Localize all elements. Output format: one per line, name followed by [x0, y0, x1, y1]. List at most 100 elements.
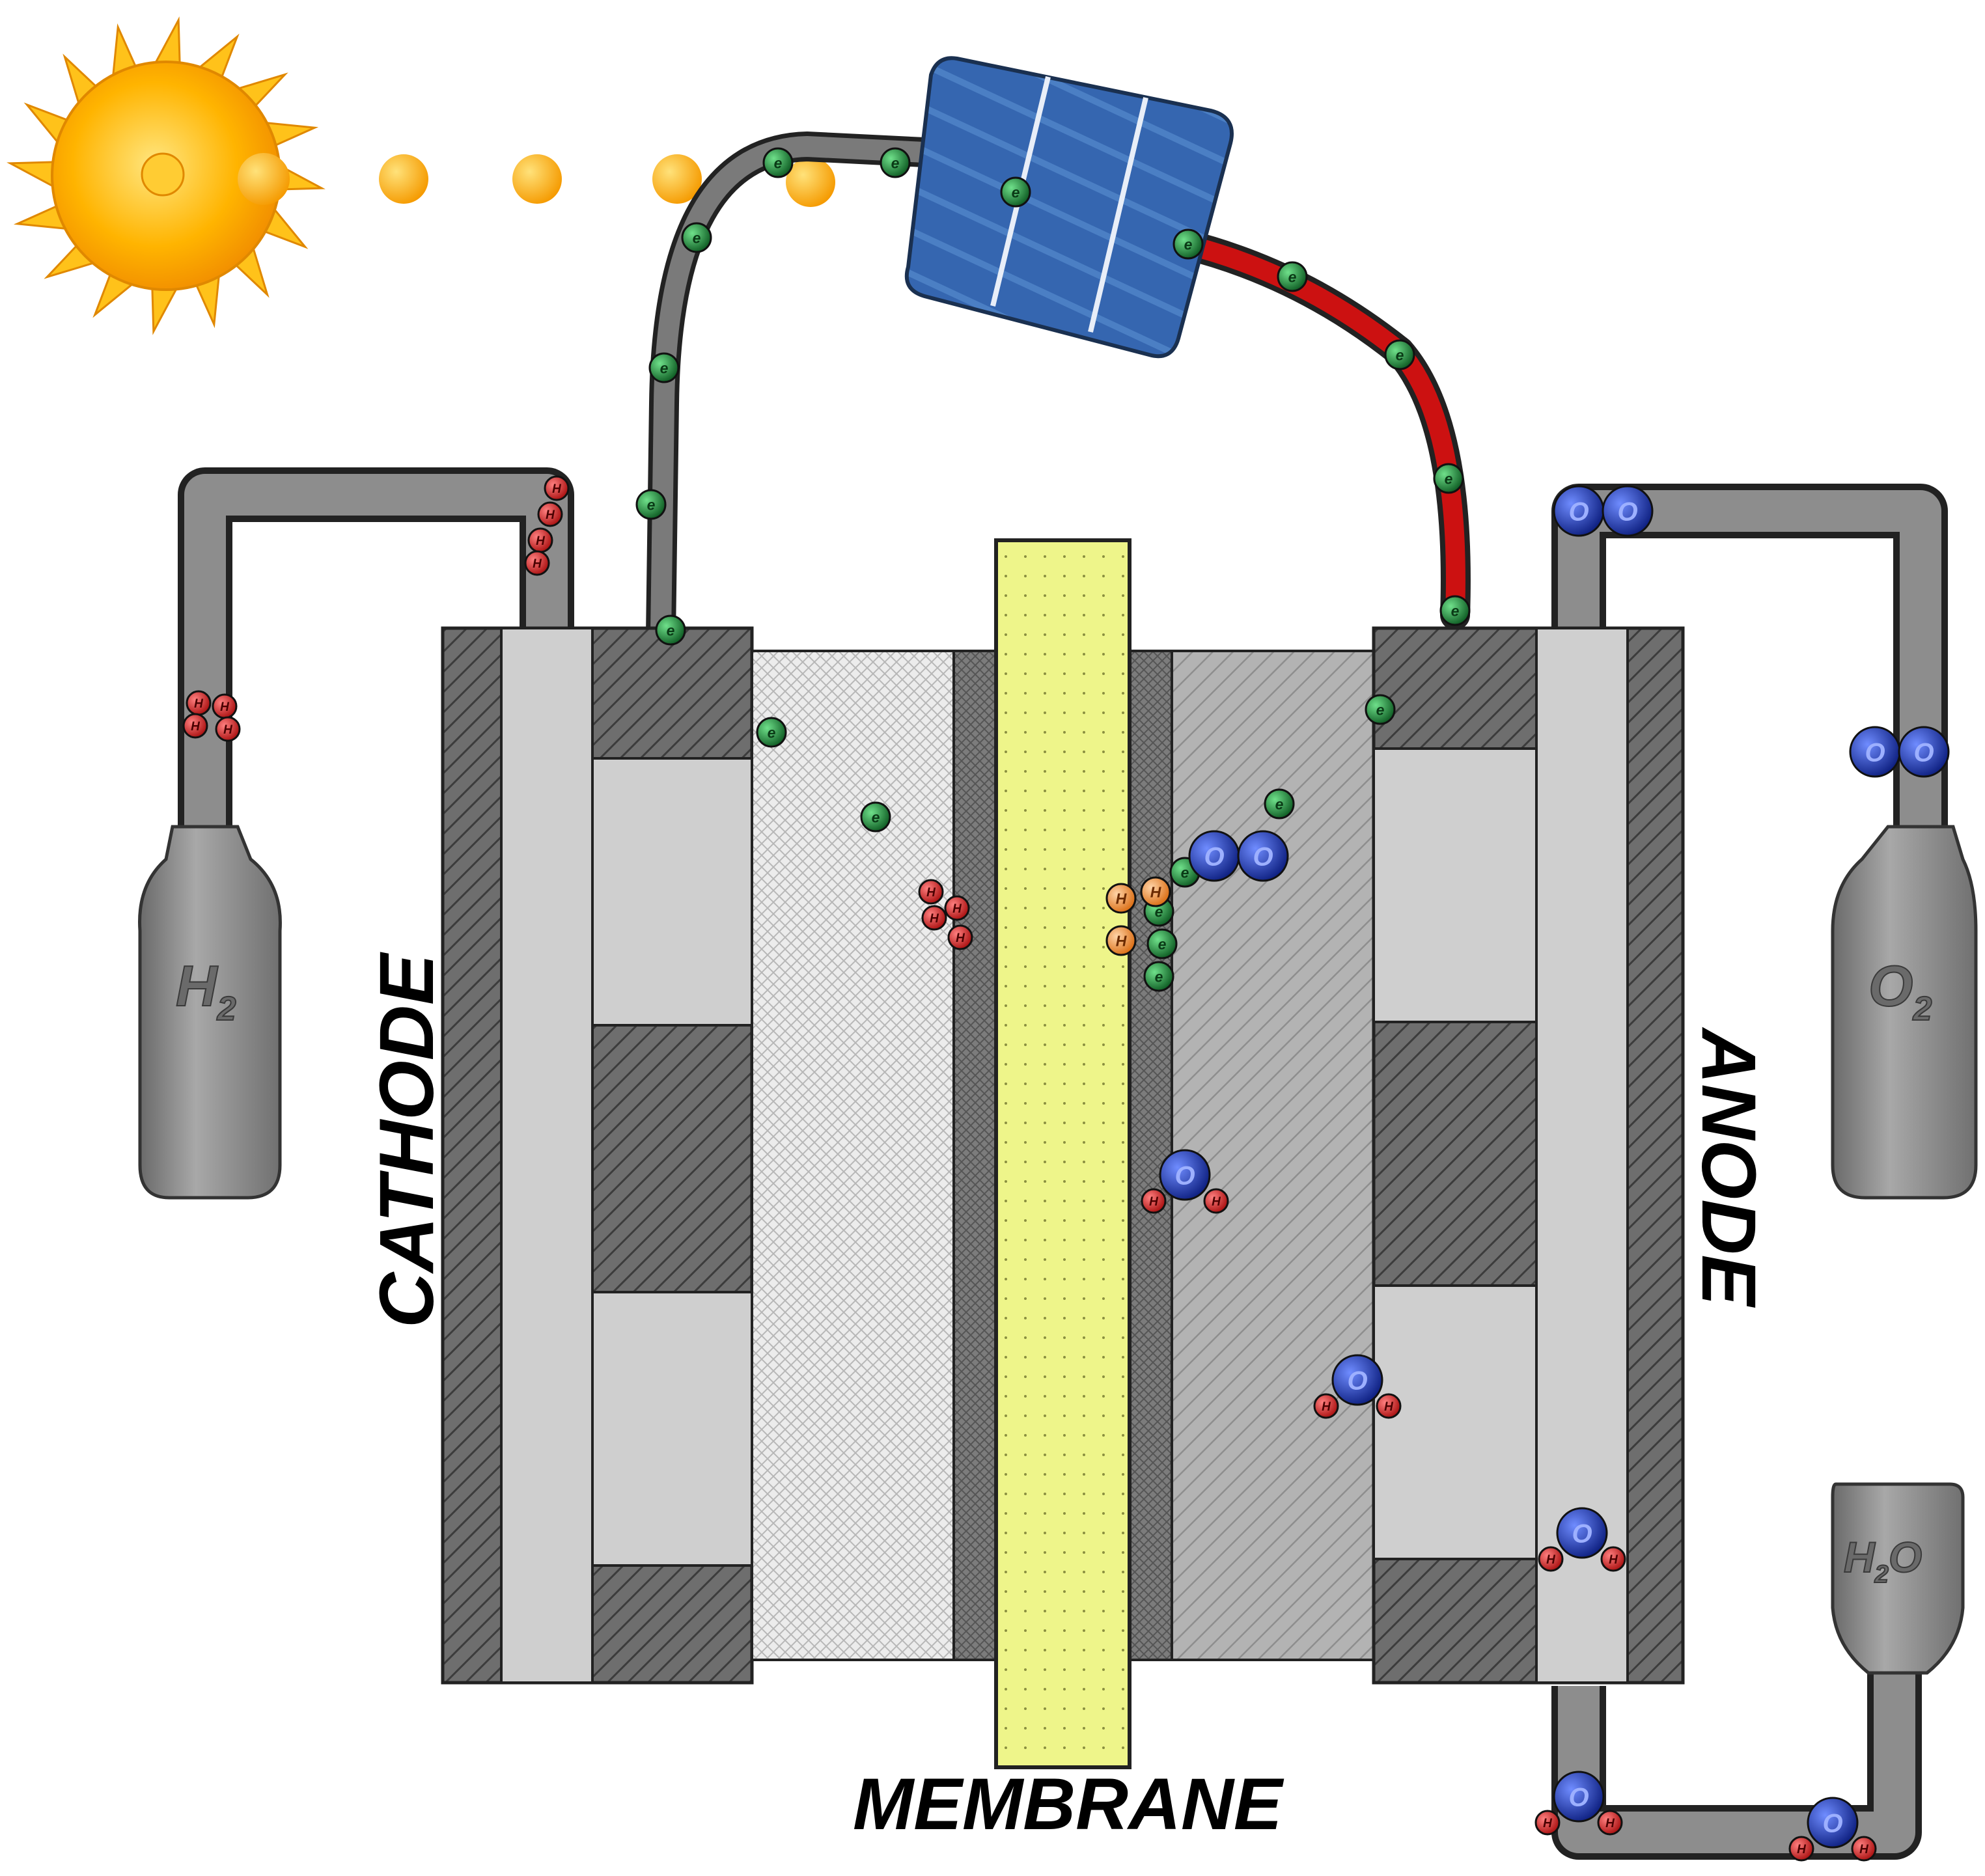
- oxygen-atom-label: O: [1568, 497, 1589, 526]
- anode-gas-diffusion-layer: [1171, 650, 1375, 1661]
- electron: e: [648, 352, 680, 383]
- oxygen-atom: O: [1898, 726, 1950, 778]
- hydrogen-atom: H: [537, 501, 563, 527]
- solar-panel-body: [904, 56, 1234, 359]
- hydrogen-atom: H: [1376, 1393, 1402, 1419]
- positive-wire: [1175, 234, 1465, 625]
- hydrogen-atom: H: [1534, 1810, 1561, 1836]
- hydrogen-atom: H: [1538, 1546, 1564, 1572]
- anode-flow-channel: [1372, 747, 1538, 1023]
- oxygen-atom-label: O: [1174, 1161, 1195, 1190]
- hydrogen-atom-label: H: [1859, 1843, 1869, 1856]
- hydrogen-atom: H: [1203, 1188, 1229, 1214]
- electron-label: e: [1288, 268, 1297, 285]
- electron: e: [880, 147, 911, 178]
- electron-label: e: [1451, 602, 1460, 619]
- oxygen-atom: O: [1188, 830, 1240, 882]
- electrolysis-cell: [441, 538, 1685, 1769]
- electron: e: [1173, 228, 1204, 260]
- hydrogen-atom-label: H: [220, 700, 230, 714]
- electron: e: [756, 717, 787, 748]
- hydrogen-atom-label: H: [926, 886, 936, 900]
- solar-panel-busbar: [1088, 97, 1148, 333]
- oxygen-atom: O: [1237, 830, 1289, 882]
- oxygen-atom-label: O: [1865, 738, 1885, 767]
- electron-label: e: [1181, 864, 1189, 881]
- proton-label: H: [1116, 932, 1127, 949]
- photon: [379, 154, 428, 204]
- hydrogen-atom-label: H: [1543, 1817, 1553, 1830]
- anode-flow-channel: [1372, 1284, 1538, 1560]
- electron-label: e: [774, 154, 783, 171]
- membrane-label: MEMBRANE: [853, 1763, 1284, 1845]
- electron-label: e: [1376, 701, 1385, 718]
- electron: e: [1000, 176, 1031, 208]
- hydrogen-tank-label: H2: [176, 954, 236, 1028]
- electron-label: e: [693, 229, 701, 246]
- electron: e: [1384, 339, 1415, 370]
- electron: e: [1264, 788, 1295, 820]
- hydrogen-atom: H: [921, 905, 947, 931]
- electron-label: e: [1396, 346, 1404, 363]
- hydrogen-atom-label: H: [223, 723, 233, 737]
- hydrogen-atom-label: H: [1322, 1400, 1331, 1414]
- electron-label: e: [660, 359, 669, 376]
- cathode-catalyst-layer: [952, 650, 997, 1661]
- hydrogen-atom-label: H: [1546, 1553, 1556, 1567]
- hydrogen-atom-label: H: [1605, 1817, 1615, 1830]
- oxygen-atom: O: [1331, 1354, 1383, 1406]
- hydrogen-atom-label: H: [546, 508, 555, 522]
- electron: e: [1143, 961, 1174, 992]
- hydrogen-atom-label: H: [930, 912, 939, 926]
- electron: e: [1365, 694, 1396, 725]
- electron: e: [762, 147, 794, 178]
- hydrogen-atom-label: H: [1384, 1400, 1394, 1414]
- oxygen-tank: [1831, 825, 1978, 1200]
- electron-label: e: [768, 724, 776, 741]
- water-tank: [1831, 1482, 1965, 1675]
- cathode-label: CATHODE: [364, 952, 450, 1328]
- water-pipe: [1558, 1666, 1915, 1853]
- sun-ray: [7, 161, 61, 191]
- hydrogen-atom: H: [524, 550, 550, 576]
- electron: e: [655, 614, 686, 646]
- hydrogen-atom: H: [1788, 1836, 1814, 1862]
- sun-center: [141, 152, 185, 197]
- electron-label: e: [1158, 935, 1167, 952]
- hydrogen-atom: H: [944, 895, 970, 921]
- hydrogen-atom: H: [1600, 1546, 1626, 1572]
- cathode-flow-channel: [591, 757, 753, 1027]
- oxygen-pipe: [1558, 490, 1941, 853]
- sun-ray: [151, 281, 182, 335]
- oxygen-atom: O: [1553, 485, 1605, 537]
- proton: H: [1105, 883, 1137, 914]
- electron: e: [1146, 928, 1178, 959]
- hydrogen-atom-label: H: [1797, 1843, 1807, 1856]
- proton-label: H: [1150, 883, 1161, 900]
- hydrogen-atom: H: [1141, 1188, 1167, 1214]
- electron-label: e: [1275, 795, 1284, 812]
- oxygen-atom-label: O: [1568, 1783, 1589, 1812]
- hydrogen-atom: H: [182, 713, 208, 739]
- electron: e: [860, 801, 891, 833]
- anode-catalyst-layer: [1128, 650, 1173, 1661]
- hydrogen-atom-label: H: [956, 931, 965, 945]
- oxygen-atom: O: [1849, 726, 1901, 778]
- sun-ray: [150, 16, 181, 70]
- hydrogen-atom-label: H: [1609, 1553, 1618, 1567]
- oxygen-atom: O: [1553, 1771, 1605, 1823]
- hydrogen-atom: H: [186, 690, 212, 716]
- hydrogen-atom: H: [1597, 1810, 1623, 1836]
- photon: [652, 154, 702, 204]
- water-tank-label: H2O: [1844, 1533, 1922, 1588]
- hydrogen-atom: H: [212, 693, 238, 719]
- electron: e: [1433, 463, 1464, 494]
- oxygen-atom-label: O: [1617, 497, 1637, 526]
- photon: [238, 153, 290, 205]
- hydrogen-atom: H: [527, 527, 553, 553]
- water-line: H2O: [1551, 1482, 1965, 1860]
- hydrogen-atom: H: [215, 716, 241, 742]
